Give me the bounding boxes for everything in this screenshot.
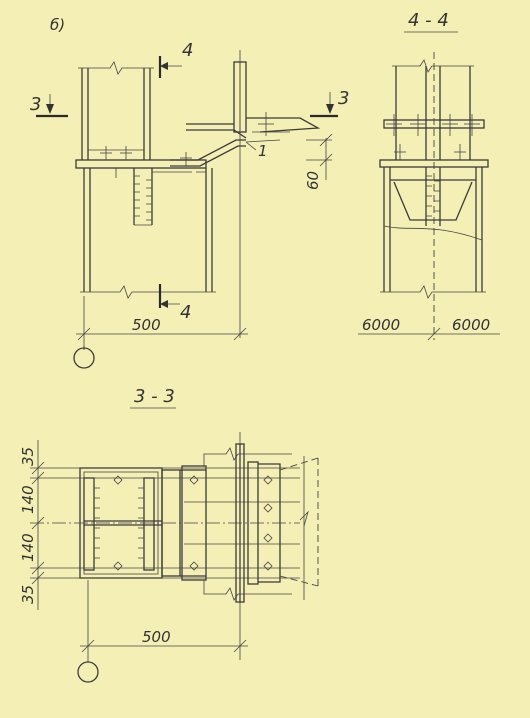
bolt-marks-upper: [100, 146, 132, 160]
plan-bolts: [113, 475, 273, 571]
section-cut-4: 4 4: [158, 40, 193, 323]
section-33-title: 3 - 3: [134, 386, 175, 407]
section-3-3: 3 - 3: [19, 386, 319, 683]
lower-column: [80, 168, 216, 299]
dim-140-bottom: 140: [19, 533, 37, 562]
section-4-4: 4 - 4 6000 6000: [358, 10, 500, 341]
cut-4-top-label: 4: [182, 40, 193, 61]
dimension-500-bottom: 500: [77, 580, 248, 683]
dim-6000-right: 6000: [452, 316, 490, 334]
cut-3-left-label: 3: [30, 94, 41, 115]
cut-3-right-label: 3: [338, 88, 349, 109]
dim-500-bottom-text: 500: [142, 628, 171, 646]
view-b-elevation: б): [30, 16, 349, 369]
cantilever-bracket: 1: [170, 61, 321, 167]
dimension-60: 60: [304, 133, 333, 190]
plan-stiffeners: [83, 477, 162, 571]
label-sub-b: б): [50, 16, 65, 34]
dimension-500-top: 500: [73, 296, 248, 369]
dim-60-text: 60: [304, 171, 322, 190]
dim-35-top: 35: [19, 447, 37, 466]
cut-4-bottom-label: 4: [180, 302, 191, 323]
item-1-label: 1: [258, 142, 268, 160]
base-plate: [75, 159, 207, 169]
section-cut-3: 3 3: [30, 88, 349, 118]
dim-140-top: 140: [19, 485, 37, 514]
axis-marker-bottom: [77, 661, 99, 683]
dim-6000-left: 6000: [362, 316, 400, 334]
dim-500-top-text: 500: [132, 316, 161, 334]
section-44-title: 4 - 4: [408, 10, 449, 31]
upper-column: [78, 61, 154, 160]
dim-35-bottom: 35: [19, 585, 37, 604]
axis-marker-top: [73, 347, 95, 369]
plan-left-dimensions: 35 140 140 35: [19, 440, 45, 610]
